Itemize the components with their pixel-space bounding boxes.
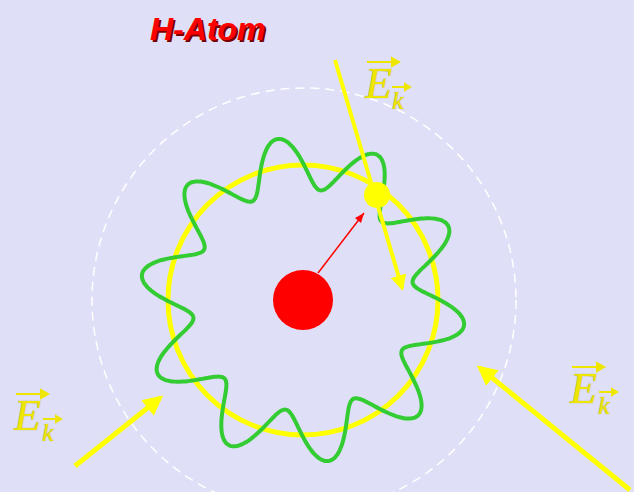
field-arrow bbox=[335, 60, 402, 288]
field-arrow bbox=[480, 368, 630, 490]
outer-dashed-orbit bbox=[92, 88, 516, 492]
field-subscript: k bbox=[598, 393, 610, 419]
standing-wave bbox=[142, 139, 464, 461]
field-symbol: E bbox=[14, 394, 41, 438]
field-symbol: E bbox=[570, 367, 597, 411]
electron-orbit bbox=[168, 165, 438, 435]
diagram-title: H-Atom bbox=[150, 13, 266, 45]
vector-marks bbox=[16, 58, 617, 422]
field-symbol: E bbox=[365, 62, 392, 106]
field-subscript: k bbox=[392, 88, 404, 114]
nucleus bbox=[273, 270, 333, 330]
radius-arrowhead bbox=[355, 213, 364, 223]
field-arrow bbox=[75, 398, 160, 466]
radius-arrow bbox=[318, 213, 364, 273]
field-subscript: k bbox=[42, 420, 54, 446]
